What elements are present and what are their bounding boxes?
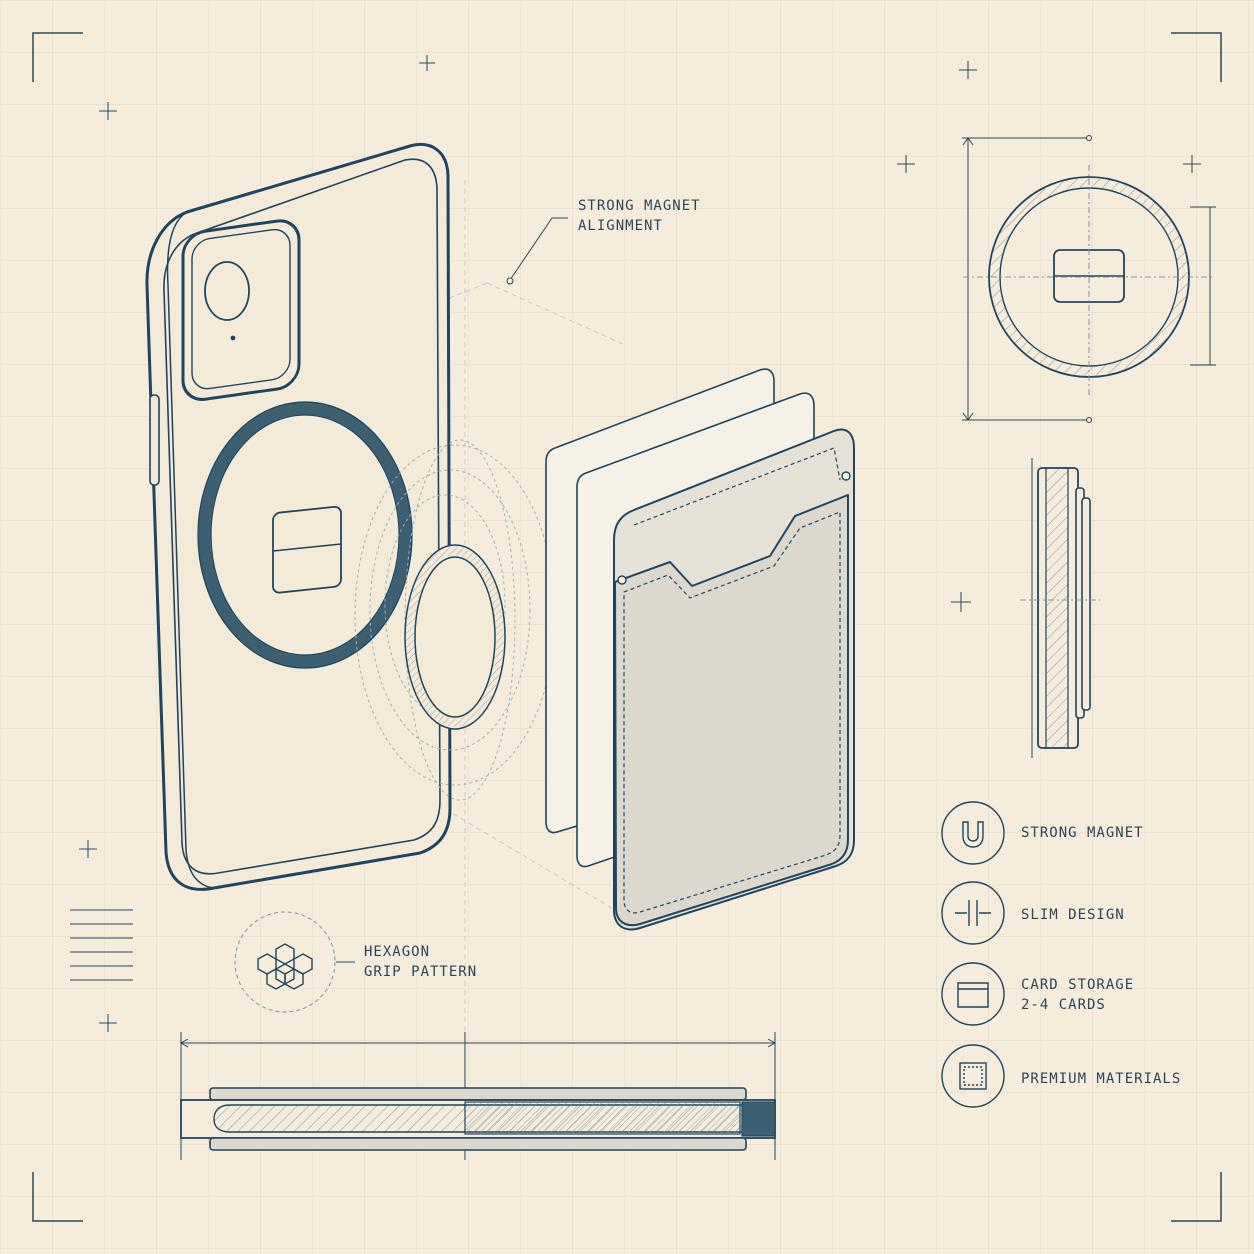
premium-materials-icon: [959, 1062, 987, 1090]
feature-text: SLIM DESIGN: [1021, 907, 1125, 923]
hexagon-line-1: HEXAGON: [364, 944, 431, 960]
registration-crosses: [79, 55, 1201, 1032]
phone-illustration: [145, 143, 452, 891]
wallet-rivet: [617, 575, 627, 585]
phone-back-panel: [163, 158, 441, 875]
feature-circle-slim: [941, 881, 1005, 945]
front-view-diagram: [962, 135, 1216, 423]
camera-bump: [181, 219, 301, 401]
magnet-icon: [962, 821, 984, 848]
cross-section-diagram: [179, 1032, 777, 1160]
feature-circle-card: [941, 962, 1005, 1026]
feature-subtext: 2-4 CARDS: [1021, 997, 1106, 1013]
slim-design-icon: [955, 900, 991, 926]
hexagon-line-2: GRIP PATTERN: [364, 964, 478, 980]
hexagon-pattern-callout: [234, 911, 355, 1013]
wallet-stitching: [623, 511, 841, 914]
card-wallet: [613, 428, 855, 931]
phone-side-edge: [166, 211, 215, 889]
feature-label-strong-magnet: STRONG MAGNET: [1021, 823, 1144, 843]
phone-side-button: [149, 394, 160, 486]
wallet-pocket: [614, 494, 849, 927]
camera-bump-inner: [191, 228, 291, 390]
feature-label-premium-materials: PREMIUM MATERIALS: [1021, 1069, 1181, 1089]
camera-lens: [204, 261, 250, 321]
magnet-alignment-callout: STRONG MAGNET ALIGNMENT: [578, 196, 701, 236]
callout-line-1: STRONG MAGNET: [578, 198, 701, 214]
phone-magnet-indicator: [272, 505, 342, 594]
feature-label-card-storage: CARD STORAGE 2-4 CARDS: [1021, 975, 1134, 1015]
hexagon-grip-callout: HEXAGON GRIP PATTERN: [364, 942, 477, 982]
feature-icons: [941, 801, 1005, 1108]
scale-lines: [70, 909, 133, 981]
feature-circle-magnet: [941, 801, 1005, 865]
corner-marks: [32, 32, 1222, 1222]
magnetic-ring: [404, 544, 506, 730]
camera-sensor-dot: [230, 335, 236, 341]
feature-text: CARD STORAGE: [1021, 977, 1135, 993]
side-view-diagram: [1020, 458, 1100, 758]
callout-line-2: ALIGNMENT: [578, 218, 663, 234]
feature-circle-premium: [941, 1044, 1005, 1108]
feature-label-slim-design: SLIM DESIGN: [1021, 905, 1125, 925]
feature-text: STRONG MAGNET: [1021, 825, 1144, 841]
feature-text: PREMIUM MATERIALS: [1021, 1071, 1182, 1087]
phone-magsafe-ring: [197, 401, 413, 669]
card-icon: [957, 982, 989, 1008]
hexagon-grip-icon: [257, 943, 313, 990]
magnet-alignment-leader: [506, 217, 568, 285]
